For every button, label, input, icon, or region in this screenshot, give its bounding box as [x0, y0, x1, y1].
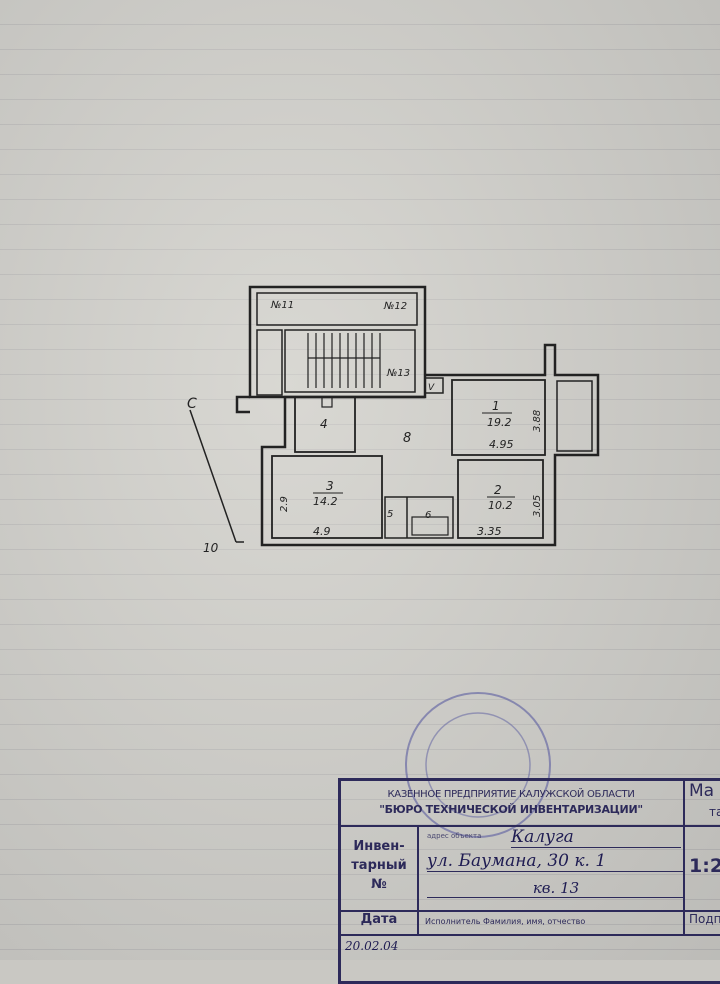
paper-background [0, 0, 720, 960]
room-1-area: 19.2 [487, 416, 512, 429]
room-1-wall [451, 379, 546, 456]
room-3-wall [271, 455, 383, 539]
room-3-length: 2.9 [279, 496, 290, 512]
address-street: ул. Баумана, 30 к. 1 [427, 851, 685, 872]
room-3-area: 14.2 [313, 495, 338, 508]
room-3-width: 4.9 [313, 525, 331, 538]
org-name-line1: КАЗЕННОЕ ПРЕДПРИЯТИЕ КАЛУЖСКОЙ ОБЛАСТИ [387, 789, 635, 800]
executor-label: Исполнитель Фамилия, имя, отчество [425, 917, 586, 926]
compass [189, 409, 244, 543]
room-2-number: 2 [494, 483, 502, 497]
compass-label: С [187, 396, 197, 412]
apartment-outer-wall [260, 343, 600, 547]
sheet-label: Ма [683, 781, 714, 825]
room-1-width: 4.95 [489, 438, 514, 451]
stair-label: №13 [386, 368, 410, 379]
room-1-number: 1 [492, 399, 500, 413]
room-4-number: 4 [320, 417, 328, 431]
sheet-label-2: та [709, 805, 720, 819]
room-2-width: 3.35 [477, 525, 502, 538]
address-apartment: кв. 13 [427, 879, 685, 898]
room-2-length: 3.05 [532, 495, 543, 517]
room-2-wall [457, 459, 544, 539]
room-3-number: 3 [326, 479, 334, 493]
signature-label: Подп [683, 912, 720, 934]
room-5-number: 5 [387, 509, 393, 520]
address-caption: адрес объекта [427, 832, 482, 840]
inventory-label: Инвен- [353, 839, 405, 854]
shaft-label: V [428, 383, 435, 393]
stair-label: №12 [383, 301, 407, 312]
room-6-number: 6 [425, 510, 431, 521]
round-seal [405, 692, 551, 838]
drawing-scale: 1:2 [683, 827, 720, 910]
inventory-label: тарный [351, 858, 407, 873]
room-8-number: 8 [403, 431, 411, 446]
date-label: Дата [341, 912, 419, 934]
stair-steps [307, 333, 381, 388]
floor-plan: С 10 №11 №12 №13 V 1 19.2 4.95 3.88 2 10… [187, 285, 600, 555]
inventory-label: № [371, 877, 387, 892]
org-name-line2: "БЮРО ТЕХНИЧЕСКОЙ ИНВЕНТАРИЗАЦИИ" [379, 803, 643, 816]
balcony-wall [556, 380, 593, 452]
bathroom-wall [384, 496, 454, 539]
address-city: Калуга [511, 827, 681, 848]
room-2-area: 10.2 [488, 499, 513, 512]
scale-marker: 10 [203, 541, 219, 555]
room-1-length: 3.88 [532, 410, 543, 432]
stair-label: №11 [270, 300, 294, 311]
title-block-stamp: КАЗЕННОЕ ПРЕДПРИЯТИЕ КАЛУЖСКОЙ ОБЛАСТИ "… [338, 778, 720, 984]
date-value: 20.02.04 [345, 939, 399, 953]
